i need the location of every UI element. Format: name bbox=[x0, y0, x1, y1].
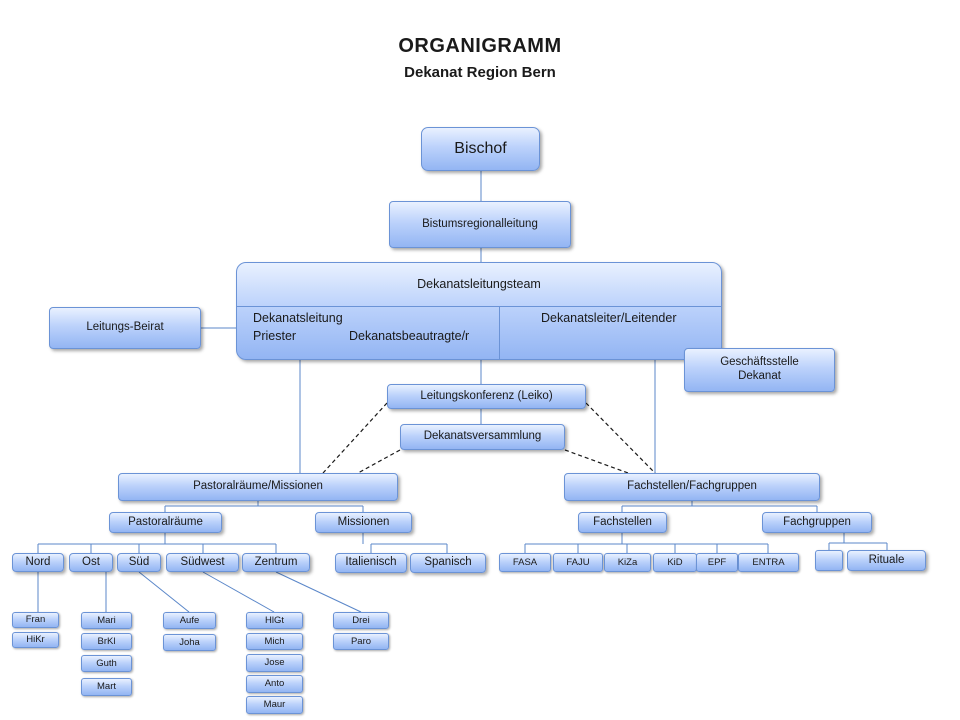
node-fachstellen-fachgruppen: Fachstellen/Fachgruppen bbox=[564, 473, 820, 501]
node-bistumsregionalleitung: Bistumsregionalleitung bbox=[389, 201, 571, 248]
fachstelle-kid: KiD bbox=[653, 553, 697, 572]
ost-item-guth: Guth bbox=[81, 655, 132, 672]
node-geschaeftsstelle: Geschäftsstelle Dekanat bbox=[684, 348, 835, 392]
suedwest-item-anto: Anto bbox=[246, 675, 303, 693]
zentrum-item-paro: Paro bbox=[333, 633, 389, 650]
team-priester: Priester bbox=[253, 329, 297, 343]
node-fachstellen: Fachstellen bbox=[578, 512, 667, 533]
region-ost: Ost bbox=[69, 553, 113, 572]
suedwest-item-jose: Jose bbox=[246, 654, 303, 672]
node-pastoralraeume: Pastoralräume bbox=[109, 512, 222, 533]
team-title: Dekanatsleitungsteam bbox=[417, 277, 541, 291]
team-dekanatsleiter: Dekanatsleiter/Leitender bbox=[541, 311, 677, 325]
team-divider bbox=[237, 306, 721, 307]
fachgruppe-empty bbox=[815, 550, 843, 571]
fachstelle-entra: ENTRA bbox=[738, 553, 799, 572]
geschaeftsstelle-line1: Geschäftsstelle bbox=[720, 356, 799, 369]
node-leitungs-beirat: Leitungs-Beirat bbox=[49, 307, 201, 349]
fachstelle-faju: FAJU bbox=[553, 553, 603, 572]
node-pastoralraeume-missionen: Pastoralräume/Missionen bbox=[118, 473, 398, 501]
team-dekanatsleitung: Dekanatsleitung bbox=[253, 311, 343, 325]
fachstelle-epf: EPF bbox=[696, 553, 738, 572]
mission-spanisch: Spanisch bbox=[410, 553, 486, 573]
fachgruppe-rituale: Rituale bbox=[847, 550, 926, 571]
fachstelle-kiza: KiZa bbox=[604, 553, 651, 572]
mission-italienisch: Italienisch bbox=[335, 553, 407, 573]
zentrum-item-drei: Drei bbox=[333, 612, 389, 629]
node-leiko: Leitungskonferenz (Leiko) bbox=[387, 384, 586, 409]
node-bischof: Bischof bbox=[421, 127, 540, 171]
suedwest-item-maur: Maur bbox=[246, 696, 303, 714]
page-subtitle: Dekanat Region Bern bbox=[404, 64, 556, 81]
sued-item-aufe: Aufe bbox=[163, 612, 216, 629]
node-dekanatsleitungsteam: Dekanatsleitungsteam Dekanatsleitung Pri… bbox=[236, 262, 722, 360]
node-fachgruppen: Fachgruppen bbox=[762, 512, 872, 533]
nord-item-hikr: HiKr bbox=[12, 632, 59, 648]
node-dekanatsversammlung: Dekanatsversammlung bbox=[400, 424, 565, 450]
region-suedwest: Südwest bbox=[166, 553, 239, 572]
geschaeftsstelle-line2: Dekanat bbox=[738, 370, 781, 382]
region-nord: Nord bbox=[12, 553, 64, 572]
node-missionen: Missionen bbox=[315, 512, 412, 533]
region-zentrum: Zentrum bbox=[242, 553, 310, 572]
sued-item-joha: Joha bbox=[163, 634, 216, 651]
team-column-divider bbox=[499, 306, 500, 359]
page-title: ORGANIGRAMM bbox=[398, 35, 562, 57]
suedwest-item-mich: Mich bbox=[246, 633, 303, 650]
suedwest-item-hlgt: HlGt bbox=[246, 612, 303, 629]
ost-item-brkl: BrKl bbox=[81, 633, 132, 650]
team-dekanatsbeauftragte: Dekanatsbeautragte/r bbox=[349, 329, 470, 343]
ost-item-mari: Mari bbox=[81, 612, 132, 629]
ost-item-mart: Mart bbox=[81, 678, 132, 696]
nord-item-fran: Fran bbox=[12, 612, 59, 628]
fachstelle-fasa: FASA bbox=[499, 553, 551, 572]
region-sued: Süd bbox=[117, 553, 161, 572]
